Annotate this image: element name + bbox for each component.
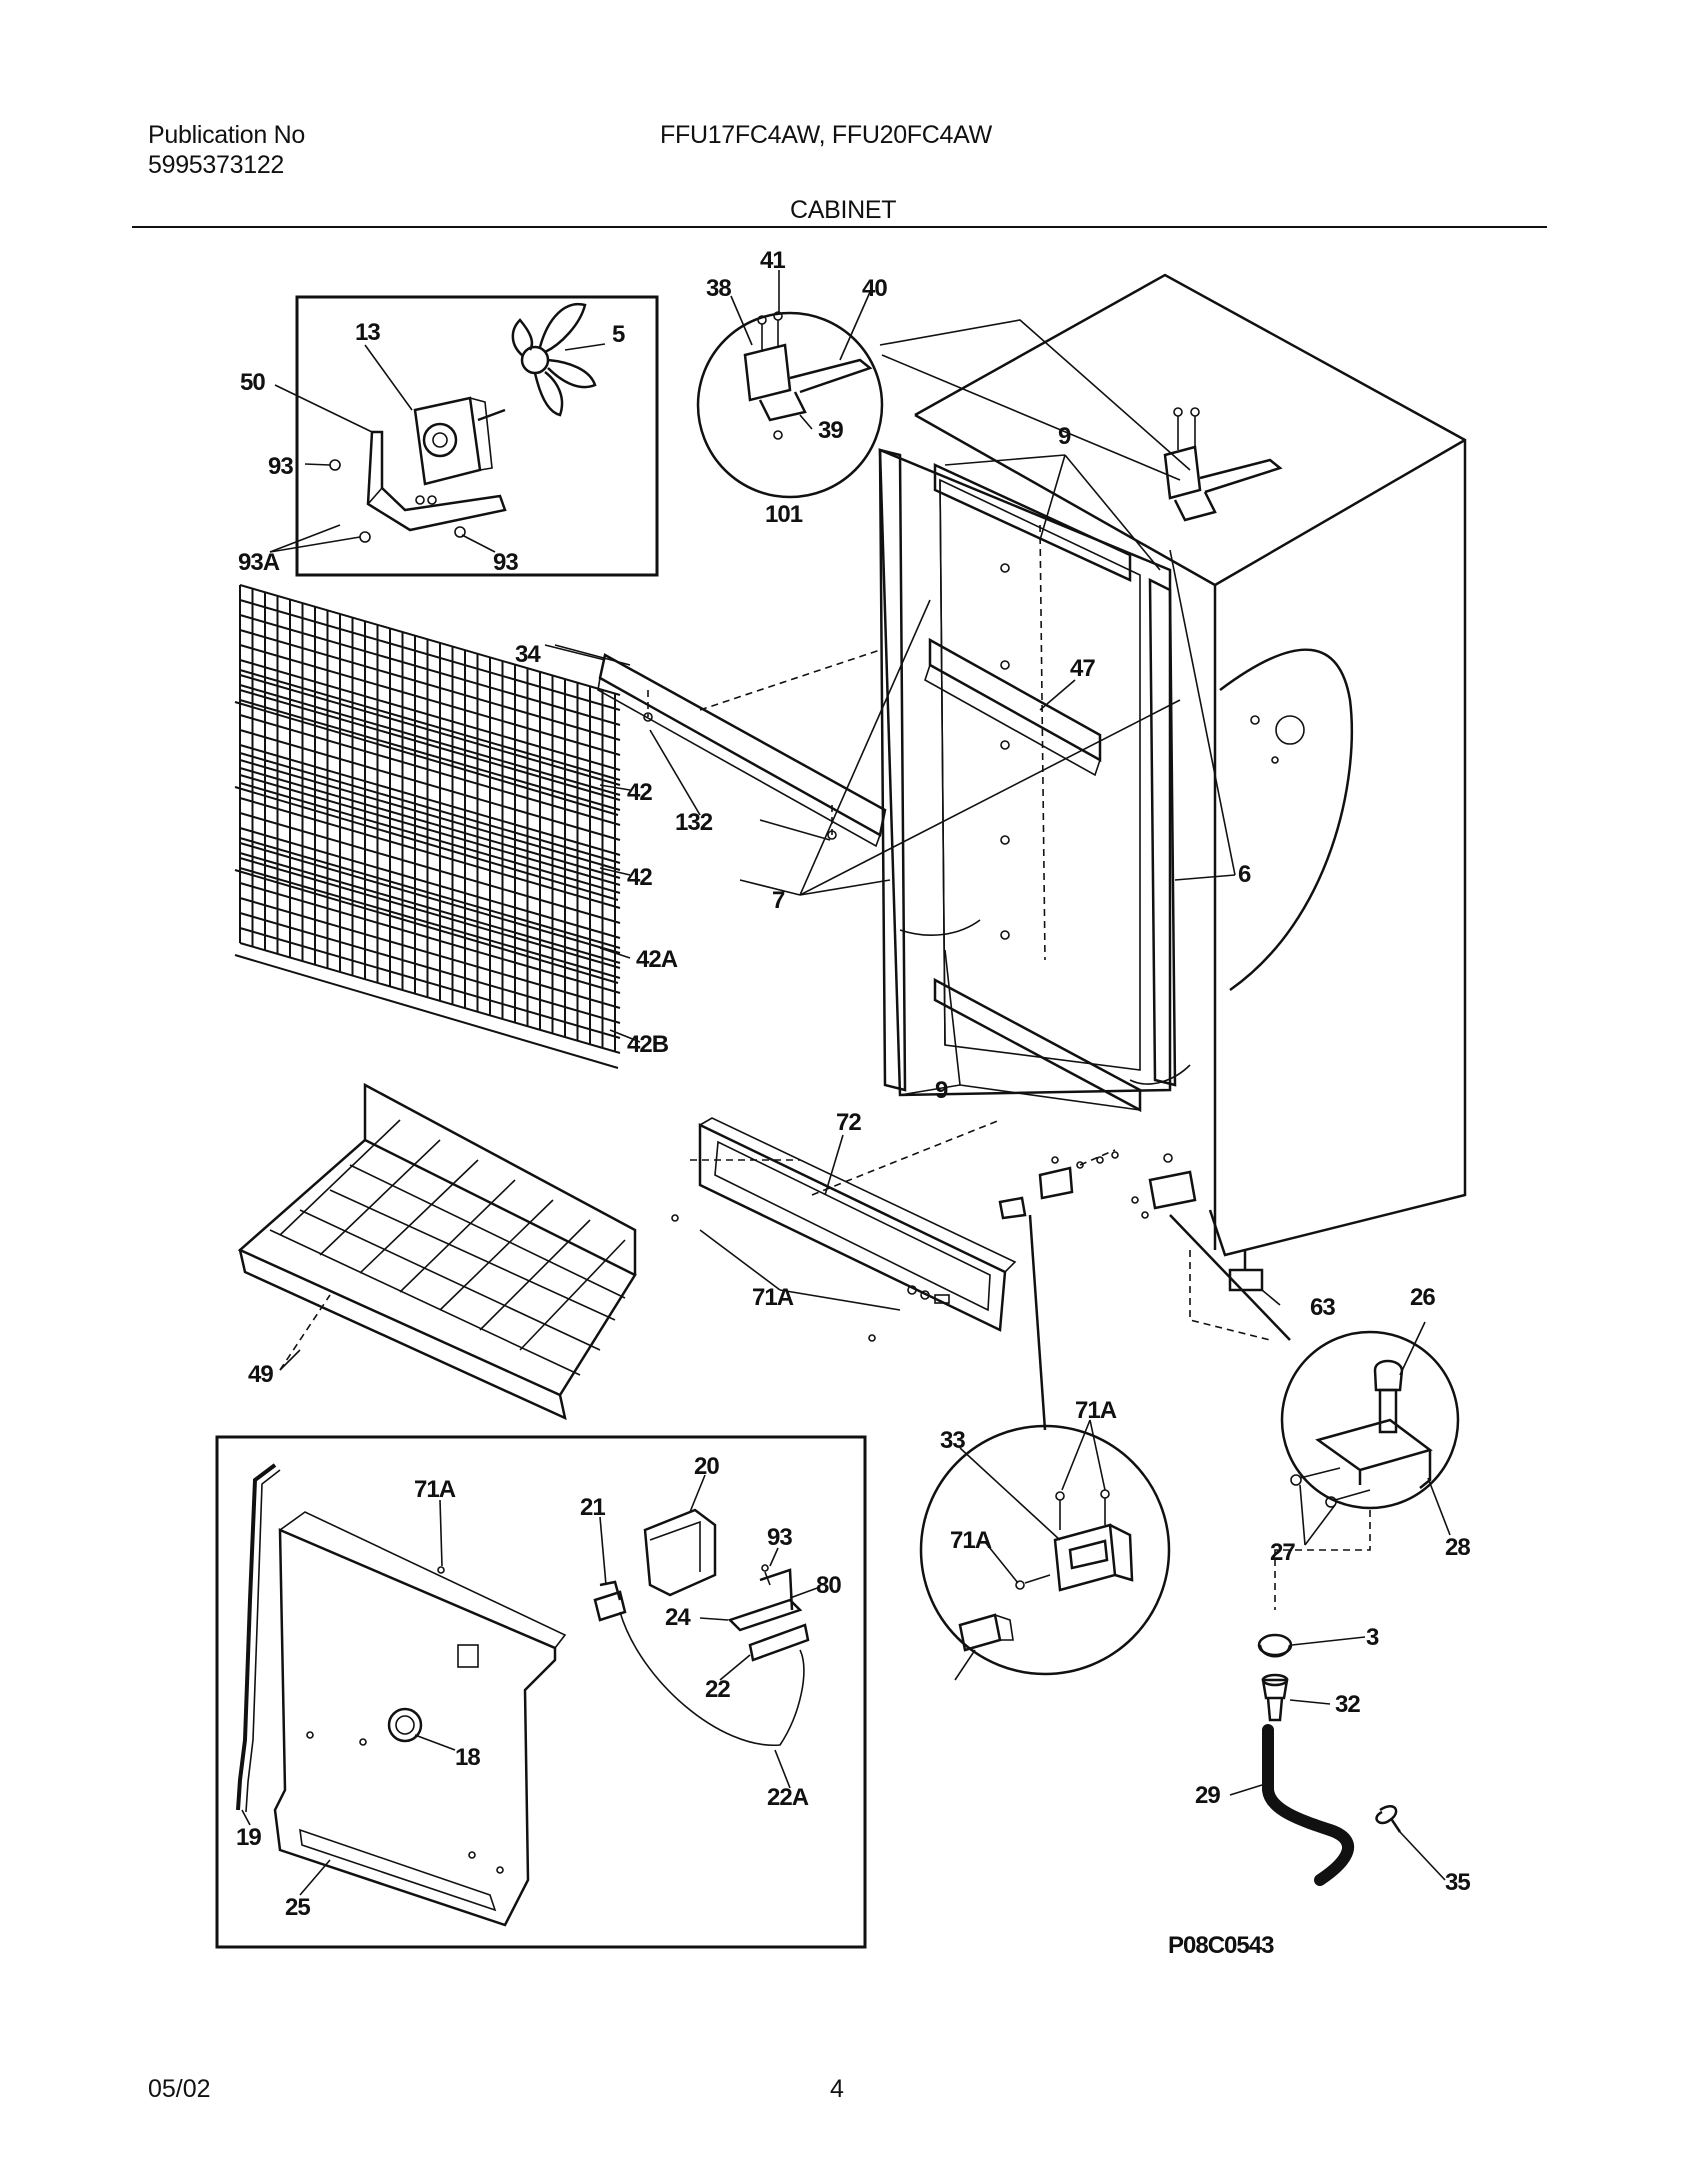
callout-label: 93 (767, 1524, 792, 1551)
callout-label: 26 (1410, 1284, 1435, 1311)
toe-plate-bracket (998, 1149, 1119, 1220)
callout-label: 33 (940, 1427, 965, 1454)
door-stop-leaders (954, 1419, 1106, 1681)
callout-label: 9 (935, 1077, 948, 1104)
wire-basket (237, 1082, 637, 1421)
drain-leaders (1229, 1636, 1446, 1881)
section-title: CABINET (790, 196, 897, 224)
top-hinge-detail (730, 270, 873, 440)
toe-grille (671, 1117, 1017, 1342)
callout-label: 22A (767, 1784, 809, 1811)
callout-label: 35 (1445, 1869, 1470, 1896)
callout-label: 20 (694, 1453, 719, 1480)
callout-label: 5 (612, 321, 625, 348)
evaporator-cover (273, 1511, 567, 1927)
shelf-support-bracket (597, 653, 887, 848)
door-stop-detail-circle (919, 1424, 1171, 1676)
footer-date: 05/02 (148, 2075, 211, 2103)
callout-label: 6 (1238, 861, 1251, 888)
hinge-callout-line-2 (881, 354, 1181, 481)
evap-leaders (241, 1474, 821, 1896)
evaporator-gasket-inner (245, 1469, 281, 1813)
callout-label: 101 (765, 501, 803, 528)
callout-label: 29 (1195, 1782, 1220, 1809)
callout-label: 22 (705, 1676, 730, 1703)
evaporator-gasket (236, 1463, 277, 1811)
wire-shelf (234, 837, 621, 1069)
basket-leader (279, 1349, 301, 1371)
page-number: 4 (830, 2075, 844, 2103)
callout-label: 72 (836, 1109, 861, 1136)
callout-label: 38 (706, 275, 731, 302)
callout-label: 21 (580, 1494, 605, 1521)
callout-label: 71A (752, 1284, 794, 1311)
callout-label: 80 (816, 1572, 841, 1599)
callout-label: 32 (1335, 1691, 1360, 1718)
callout-label: 93 (268, 453, 293, 480)
wire-shelf (234, 669, 621, 901)
bottom-hinge-detail-circle (1280, 1330, 1460, 1510)
callout-label: 132 (675, 809, 713, 836)
top-hinge-detail-circle (696, 311, 884, 499)
callout-label: 24 (665, 1604, 691, 1631)
door-stop-callout-line (1028, 1214, 1047, 1431)
callout-label: 7 (772, 887, 785, 914)
cabinet-body (878, 273, 1467, 1292)
callout-label: 25 (285, 1894, 310, 1921)
figure-code: P08C0543 (1168, 1932, 1274, 1959)
bottom-hinge-leaders (1299, 1321, 1451, 1546)
door-stop-detail (958, 1489, 1134, 1652)
callout-label: 40 (862, 275, 887, 302)
callout-label: 28 (1445, 1534, 1470, 1561)
callout-label: 93A (238, 549, 280, 576)
callout-label: 93 (493, 549, 518, 576)
toe-grille-leaders (690, 1119, 1001, 1311)
callout-label: 71A (950, 1527, 992, 1554)
callout-label: 42 (627, 864, 652, 891)
fan-inset-box (295, 295, 659, 577)
wire-shelves (234, 584, 621, 1069)
callout-label: 19 (236, 1824, 261, 1851)
cabinet-leaders (554, 454, 1281, 1306)
header-rule (132, 226, 1547, 228)
bottom-hinge-callout-line (1169, 1214, 1291, 1341)
callout-label: 42 (627, 779, 652, 806)
hinge-callout-line (879, 319, 1191, 471)
callout-label: 42A (636, 946, 678, 973)
callout-label: 41 (760, 247, 785, 274)
evaporator-inset-box (215, 1435, 867, 1949)
publication-number: 5995373122 (148, 151, 285, 179)
callout-label: 3 (1366, 1624, 1379, 1651)
callout-label: 63 (1310, 1294, 1335, 1321)
fan-inset-leaders (269, 343, 606, 553)
callout-label: 71A (414, 1476, 456, 1503)
callout-label: 34 (515, 641, 541, 668)
bottom-hinge-dash-line (1189, 1250, 1271, 1341)
bottom-hinge-detail (1290, 1359, 1433, 1508)
callout-label: 49 (248, 1361, 273, 1388)
callout-label: 50 (240, 369, 265, 396)
evap-components (593, 1508, 810, 1746)
callout-label: 47 (1070, 655, 1095, 682)
bracket-leaders (544, 644, 831, 896)
shelf-leaders (599, 784, 641, 1043)
drain-parts (1257, 1633, 1402, 1886)
callout-label: 71A (1075, 1397, 1117, 1424)
wire-shelf (234, 752, 621, 984)
wire-shelf (234, 584, 621, 816)
callout-label: 27 (1270, 1539, 1295, 1566)
callout-label: 9 (1058, 423, 1071, 450)
model-numbers: FFU17FC4AW, FFU20FC4AW (660, 121, 992, 149)
publication-label: Publication No (148, 121, 306, 149)
callout-label: 42B (627, 1031, 669, 1058)
hinge-to-plug-dash (1274, 1510, 1371, 1610)
callout-label: 18 (455, 1744, 480, 1771)
fan-motor-assembly (329, 302, 597, 543)
callout-label: 39 (818, 417, 843, 444)
callout-label: 13 (355, 319, 380, 346)
